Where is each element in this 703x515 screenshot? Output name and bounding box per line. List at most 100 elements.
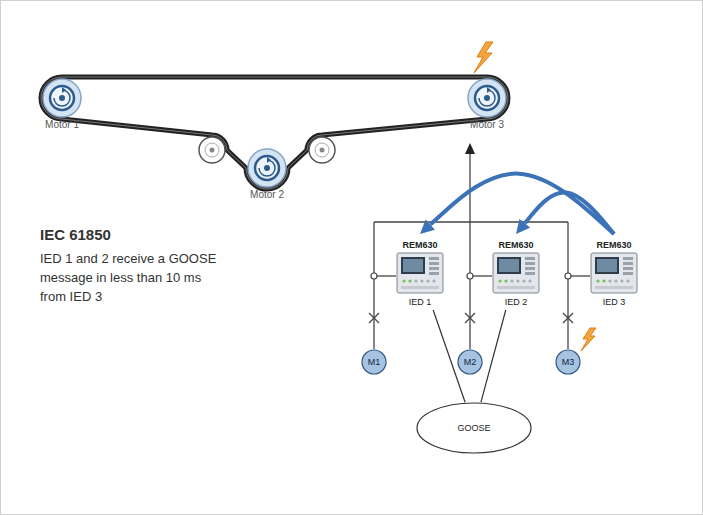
relay-button [623,262,633,265]
idler-ring [315,143,329,157]
relay-device [396,252,444,294]
breaker-symbol [563,313,573,323]
relay-button [623,257,633,260]
feeder-line [469,152,470,349]
relay-icon [492,252,540,294]
motor-circle [556,350,580,374]
ct-tap [377,275,396,276]
motor-circle [362,350,386,374]
node-label: IED 1 [395,296,445,308]
heading: IEC 61850 [40,226,111,243]
current-transformer [565,273,571,279]
relay-led [608,279,611,282]
idler-pulley [309,137,335,163]
current-transformer [467,273,473,279]
relay-led [408,279,411,282]
relay-display [499,259,519,272]
relay-body [591,253,637,293]
pulley-ring [50,86,74,110]
relay-led [522,279,525,282]
conveyor-belt [41,77,508,189]
node-label: Motor 2 [237,188,297,201]
pulley-ring [475,86,499,110]
relay-button [525,257,535,260]
idler-ring [205,143,219,157]
device-type: REM630 [589,239,639,251]
relay-strip [595,286,633,289]
relay-button [525,272,535,275]
idler-pulley [199,137,225,163]
relay-led [504,279,507,282]
idler-hub [210,148,215,153]
node-label: Motor 3 [457,118,517,131]
relay-button [429,272,439,275]
idler-pulley [309,137,335,163]
idler-hub [320,148,325,153]
pulley-icon [42,78,82,118]
relay-body [493,253,539,293]
goose-arrow [525,192,614,234]
relay-button [623,267,633,270]
rotation-head [487,87,491,93]
relay-screen [497,257,521,274]
note-text: IED 1 and 2 receive a GOOSE message in l… [40,249,228,306]
motor-circle: M2 [457,349,483,375]
motor-pulley: Motor 3 [457,78,517,131]
relay-button [525,267,535,270]
ied-relay: REM630IED 2 [488,234,544,310]
fault-lightning [581,328,596,351]
relay-led [510,279,513,282]
arrow-head [465,143,475,154]
pulley-hub [59,95,65,101]
pulley-hub [264,165,270,171]
relay-button [429,257,439,260]
motor-pulley: Motor 2 [237,148,297,201]
node-label: M3 [562,356,575,368]
rotation-head [62,87,66,93]
belt-highlight [41,77,508,189]
relay-button [623,272,633,275]
motor-circle [458,350,482,374]
pulley-icon [467,78,507,118]
motor-circle: M3 [555,349,581,375]
pulley-hub [484,95,490,101]
relay-led [528,279,531,282]
ct-tap [571,275,590,276]
ied-relay: REM630IED 3 [586,234,642,310]
pulley-rim [468,79,506,117]
relay-led [614,279,617,282]
relay-led [426,279,429,282]
busbar [374,221,568,222]
relay-button [429,262,439,265]
relay-device [590,252,638,294]
relay-icon [590,252,638,294]
goose-ellipse: GOOSE [416,402,532,454]
pulley-rim [248,149,286,187]
relay-led [414,279,417,282]
relay-led [420,279,423,282]
feeder-line [567,222,568,349]
breaker-symbol [369,313,379,323]
node-label: Motor 1 [32,118,92,131]
relay-strip [497,286,535,289]
relay-led [626,279,629,282]
relay-button [525,262,535,265]
goose-arrow [430,174,614,234]
motor-circle: M1 [361,349,387,375]
breaker-symbol [465,313,475,323]
goose-ellipse [417,403,531,453]
current-transformer [371,273,377,279]
goose-link [481,310,506,402]
idler-pulley [199,137,225,163]
relay-icon [396,252,444,294]
relay-led [596,279,599,282]
device-type: REM630 [395,239,445,251]
fault-lightning [474,42,493,73]
node-label: GOOSE [457,422,490,434]
relay-strip [401,286,439,289]
motor-pulley: Motor 1 [32,78,92,131]
rotation-head [267,157,271,163]
relay-device [492,252,540,294]
